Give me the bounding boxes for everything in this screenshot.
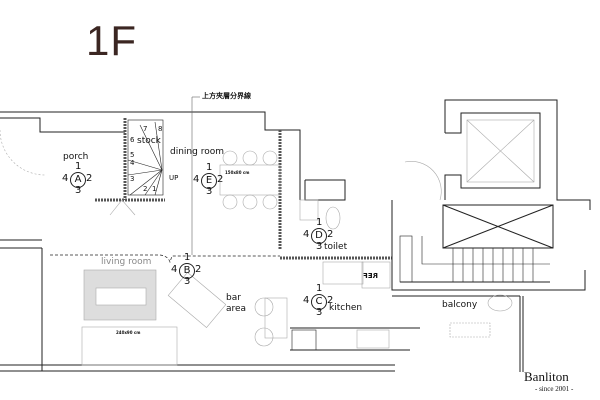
mezzanine-boundary-note: 上方夾層分界線 (202, 92, 251, 100)
marker-num: 4 (193, 174, 200, 185)
room-label-bar: bar (226, 293, 241, 303)
marker-num: 4 (171, 264, 178, 275)
fridge-label: REF (363, 272, 378, 280)
walls (0, 96, 586, 372)
brand-tagline: - since 2001 - (535, 385, 574, 393)
marker-num: 2 (327, 295, 334, 306)
table-dimension: 150x80 cm (225, 170, 250, 175)
marker-num: 1 (316, 217, 323, 228)
room-label-stock: stock (137, 136, 161, 146)
marker-num: 2 (86, 173, 93, 184)
stair-step: 3 (130, 175, 135, 183)
marker-num: 2 (327, 229, 334, 240)
marker-num: 3 (206, 186, 213, 197)
stair-step: 5 (130, 151, 135, 159)
marker-num: 3 (184, 276, 191, 287)
sofa-dimension: 240x90 cm (116, 330, 141, 335)
marker-num: 1 (206, 162, 213, 173)
stair-step: 4 (130, 159, 135, 167)
room-label-kitchen: kitchen (329, 303, 363, 313)
marker-num: 1 (184, 252, 191, 263)
stair-step: 2 (143, 185, 148, 193)
stair-step: 7 (143, 125, 148, 133)
marker-letter: E (201, 173, 217, 189)
marker-letter: B (179, 263, 195, 279)
marker-num: 3 (316, 241, 323, 252)
marker-num: 4 (303, 295, 310, 306)
marker-num: 4 (62, 173, 69, 184)
stair-step: 8 (158, 125, 163, 133)
marker-num: 1 (75, 161, 82, 172)
brand-logo: Banliton (524, 369, 569, 384)
marker-letter: A (70, 172, 86, 188)
room-label-area: area (226, 304, 247, 314)
room-label-toilet: toilet (324, 242, 348, 252)
marker-num: 4 (303, 229, 310, 240)
staircase (127, 119, 164, 196)
marker-letter: C (311, 294, 327, 310)
room-label-living: living room (101, 257, 152, 267)
room-label-balcony: balcony (442, 300, 478, 310)
stair-up-label: UP (169, 174, 179, 182)
stair-step: 1 (152, 185, 157, 193)
stair-step: 6 (130, 136, 135, 144)
marker-num: 1 (316, 283, 323, 294)
room-label-porch: porch (63, 152, 89, 162)
marker-num: 2 (195, 264, 202, 275)
marker-num: 2 (217, 174, 224, 185)
marker-letter: D (311, 228, 327, 244)
floor-title: 1F (86, 17, 138, 64)
furniture (0, 129, 513, 366)
room-label-dining: dining room (170, 147, 224, 157)
marker-num: 3 (316, 307, 323, 318)
marker-num: 3 (75, 185, 82, 196)
elevator-core (399, 99, 591, 283)
